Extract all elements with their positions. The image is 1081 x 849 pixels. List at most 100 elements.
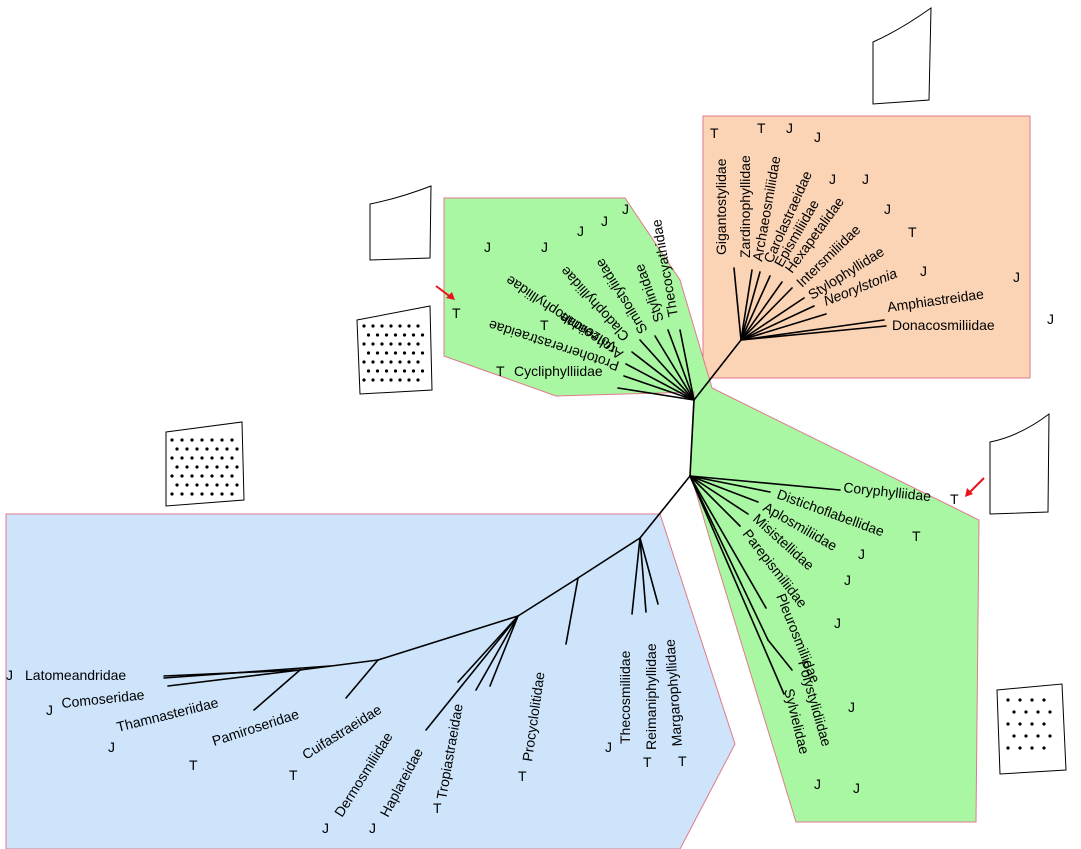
tree-branch	[740, 319, 885, 341]
tree-branch	[345, 659, 379, 699]
coral-texture-dot	[1018, 722, 1022, 726]
taxon-code: T	[289, 767, 298, 783]
tree-branch	[689, 475, 741, 527]
coral-texture-dot	[1018, 746, 1022, 750]
coral-texture-dot	[230, 438, 234, 442]
coral-texture-dot	[1036, 710, 1040, 714]
coral-texture-dot	[220, 492, 224, 496]
tree-branch	[740, 271, 761, 341]
coral-texture-dot	[375, 333, 380, 337]
coral-texture-dot	[371, 342, 375, 346]
tree-branch	[733, 267, 742, 341]
tree-branch	[623, 375, 695, 401]
coral-texture-dot	[215, 465, 219, 469]
taxon-code: T	[710, 125, 719, 141]
tree-branch	[767, 639, 793, 671]
taxon-code: J	[622, 201, 629, 217]
coral-texture-dot	[411, 369, 416, 373]
taxon-code: J	[858, 546, 865, 562]
coral-texture-dot	[362, 324, 366, 328]
taxon-code: J	[786, 120, 793, 136]
coral-texture-dot	[366, 333, 371, 337]
tree-branch	[631, 351, 695, 401]
coral-texture-dot	[366, 369, 371, 373]
coral-texture-dot	[200, 438, 204, 442]
coral-texture-dot	[180, 474, 184, 478]
taxon-code: J	[862, 171, 869, 187]
clade-green-upper-labels: J Thecocyathidae J Stylinidae J Smilosty…	[452, 201, 681, 379]
coral-texture-dot	[170, 492, 174, 496]
taxon-code: J	[6, 667, 13, 683]
coral-texture-dot	[366, 351, 371, 355]
taxon-code: J	[322, 820, 329, 836]
taxon-code: J	[369, 820, 376, 836]
tree-branch	[740, 313, 827, 341]
coral-texture-dot	[180, 492, 184, 496]
tree-branch	[639, 339, 695, 401]
taxon-code: J	[853, 780, 860, 796]
tree-branch	[163, 665, 331, 679]
coral-texture-dot	[170, 438, 174, 442]
taxon-code: T	[452, 305, 461, 321]
coral-texture-dot	[402, 351, 407, 355]
coral-texture-dot	[1012, 710, 1016, 714]
coral-texture-dot	[402, 369, 407, 373]
taxon-code: T	[540, 317, 549, 333]
coral-texture-dot	[411, 333, 416, 337]
tree-branch	[577, 537, 641, 579]
coral-texture-dot	[380, 360, 384, 364]
coral-texture-dot	[190, 456, 194, 460]
tree-branch	[689, 475, 749, 515]
coral-texture-dot	[398, 378, 402, 382]
coral-texture-dot	[225, 483, 229, 487]
taxon-code: J	[577, 223, 584, 239]
taxon-code: J	[541, 239, 548, 255]
coral-texture-dot	[416, 342, 420, 346]
coral-sketch-bottom-right-surface	[996, 683, 1067, 775]
coral-texture-dot	[170, 474, 174, 478]
coral-texture-dot	[170, 456, 174, 460]
tree-branch	[639, 537, 647, 613]
taxon-code: J	[814, 776, 821, 792]
taxon-code: J	[814, 129, 821, 145]
taxon-label: Cycliphylliidae	[514, 363, 603, 379]
taxon-code: J	[884, 201, 891, 217]
coral-texture-dot	[420, 333, 425, 337]
coral-texture-dot	[389, 324, 393, 328]
taxon-code: T	[518, 768, 527, 784]
tree-branch	[625, 363, 695, 401]
coral-texture-dot	[420, 351, 425, 355]
coral-texture-dot	[1006, 722, 1010, 726]
coral-texture-dot	[1048, 734, 1052, 738]
coral-texture-dot	[380, 342, 384, 346]
tree-branch	[167, 669, 301, 687]
taxon-code: T	[189, 757, 198, 773]
coral-texture-dot	[416, 324, 420, 328]
tree-branch	[693, 339, 742, 401]
coral-texture-dot	[200, 492, 204, 496]
tree-branch	[565, 577, 579, 645]
coral-sketch-left-surface	[356, 305, 433, 395]
coral-texture-dot	[393, 369, 398, 373]
tree-branch	[639, 475, 691, 539]
coral-texture-dot	[375, 369, 380, 373]
tree-branch	[639, 537, 659, 605]
coral-texture-dot	[205, 465, 209, 469]
coral-texture-dot	[1048, 710, 1052, 714]
tree-branch	[475, 615, 519, 691]
coral-texture-dot	[411, 351, 416, 355]
coral-texture-dot	[1006, 698, 1010, 702]
coral-texture-dot	[210, 474, 214, 478]
taxon-code: T	[908, 224, 917, 240]
coral-sketch-right-profile	[989, 412, 1050, 515]
coral-texture-dot	[220, 438, 224, 442]
tree-branch	[617, 387, 695, 401]
coral-texture-dot	[389, 360, 393, 364]
coral-sketch-top-right	[872, 7, 932, 105]
coral-texture-dot	[185, 483, 189, 487]
coral-texture-dot	[1042, 746, 1046, 750]
coral-texture-dot	[416, 378, 420, 382]
taxon-code: J	[484, 239, 491, 255]
coral-texture-dot	[205, 447, 209, 451]
tree-branch	[689, 475, 759, 503]
